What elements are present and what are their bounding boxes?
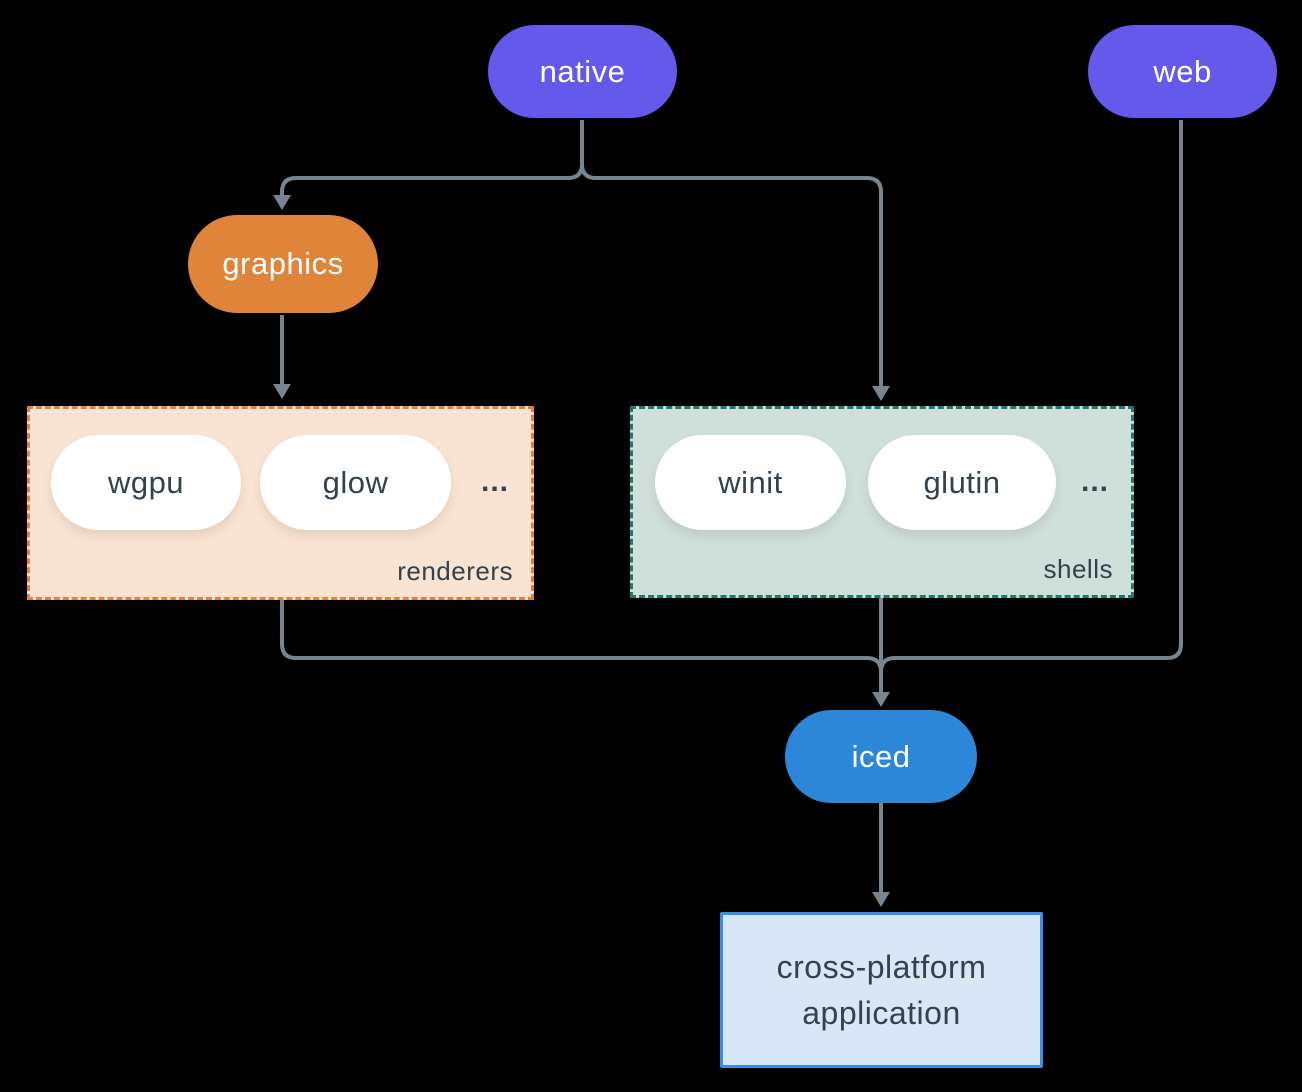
arrowhead-into-renderers bbox=[273, 384, 291, 399]
shells-group-label: shells bbox=[1043, 554, 1113, 584]
node-glutin-label: glutin bbox=[923, 464, 1001, 500]
arrowhead-into-graphics bbox=[273, 195, 291, 210]
cross-platform-application-box: cross-platform application bbox=[720, 912, 1043, 1068]
group-renderers: wgpu glow ... renderers bbox=[27, 406, 534, 600]
node-graphics: graphics bbox=[188, 215, 378, 313]
renderers-group-label: renderers bbox=[397, 556, 513, 586]
arrowhead-into-app bbox=[872, 892, 890, 907]
renderers-ellipsis: ... bbox=[480, 465, 509, 498]
node-graphics-label: graphics bbox=[222, 246, 344, 281]
node-native-label: native bbox=[539, 53, 626, 89]
connector-renderers-to-iced bbox=[280, 600, 883, 673]
group-shells: winit glutin ... shells bbox=[630, 406, 1134, 598]
shells-ellipsis: ... bbox=[1080, 465, 1109, 498]
node-wgpu-label: wgpu bbox=[107, 464, 185, 500]
node-glutin: glutin bbox=[868, 435, 1056, 530]
node-winit-label: winit bbox=[718, 464, 783, 500]
node-wgpu: wgpu bbox=[51, 435, 241, 530]
arrowhead-into-shells bbox=[872, 386, 890, 401]
node-winit: winit bbox=[655, 435, 846, 530]
arrowhead-into-iced bbox=[872, 692, 890, 707]
app-box-line1: cross-platform bbox=[776, 949, 987, 985]
node-iced-label: iced bbox=[851, 738, 911, 774]
node-web: web bbox=[1088, 25, 1277, 118]
connector-native-to-shells bbox=[580, 120, 883, 386]
node-web-label: web bbox=[1153, 53, 1212, 89]
app-box-line2: application bbox=[802, 995, 961, 1031]
node-iced: iced bbox=[785, 710, 977, 803]
node-glow: glow bbox=[260, 435, 451, 530]
connector-native-to-graphics bbox=[280, 120, 584, 195]
node-native: native bbox=[488, 25, 677, 118]
node-glow-label: glow bbox=[322, 464, 389, 500]
